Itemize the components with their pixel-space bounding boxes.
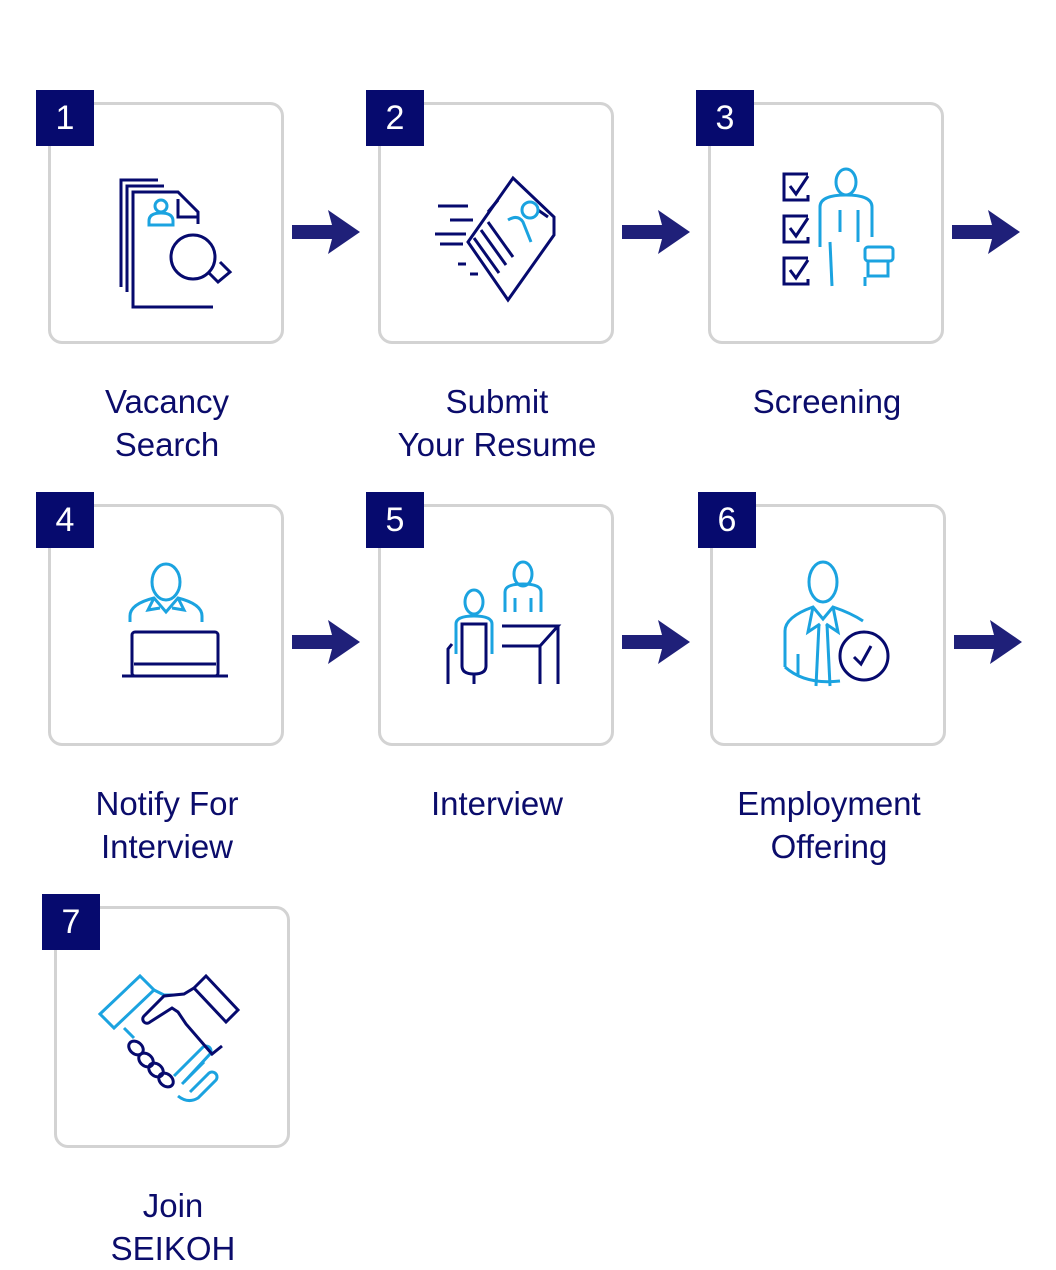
interview-desk-icon	[378, 504, 614, 746]
step-number-badge: 5	[366, 492, 424, 548]
document-search-icon	[48, 102, 284, 344]
arrow-right-icon	[954, 620, 1022, 664]
step-number-badge: 2	[366, 90, 424, 146]
step-label-line: SEIKOH	[110, 1230, 236, 1267]
arrow-right-icon	[622, 210, 690, 254]
step-label-line: Search	[114, 426, 220, 463]
step-label-line: Notify For	[95, 785, 239, 822]
step-label-line: Employment	[737, 785, 921, 822]
step-label-line: Your Resume	[397, 426, 597, 463]
person-check-icon	[710, 504, 946, 746]
handshake-icon	[54, 906, 290, 1148]
arrow-right-icon	[622, 620, 690, 664]
step-label: Screening	[696, 380, 958, 423]
send-resume-icon	[378, 102, 614, 344]
arrow-right-icon	[292, 210, 360, 254]
step-label: Join SEIKOH	[42, 1184, 304, 1270]
step-number-badge: 3	[696, 90, 754, 146]
step-label-line: Interview	[100, 828, 234, 865]
arrow-right-icon	[292, 620, 360, 664]
step-number-badge: 1	[36, 90, 94, 146]
step-label: Employment Offering	[698, 782, 960, 868]
step-label-line: Screening	[752, 383, 902, 420]
step-label: Interview	[366, 782, 628, 825]
step-label-line: Join	[142, 1187, 204, 1224]
arrow-right-icon	[952, 210, 1020, 254]
person-laptop-icon	[48, 504, 284, 746]
step-number-badge: 4	[36, 492, 94, 548]
step-label-line: Offering	[770, 828, 888, 865]
checklist-candidate-icon	[708, 102, 944, 344]
step-number-badge: 6	[698, 492, 756, 548]
step-label-line: Vacancy	[104, 383, 230, 420]
step-number-badge: 7	[42, 894, 100, 950]
step-label: Vacancy Search	[36, 380, 298, 466]
step-label: Notify For Interview	[36, 782, 298, 868]
step-label-line: Interview	[430, 785, 564, 822]
step-label: Submit Your Resume	[366, 380, 628, 466]
step-label-line: Submit	[445, 383, 549, 420]
